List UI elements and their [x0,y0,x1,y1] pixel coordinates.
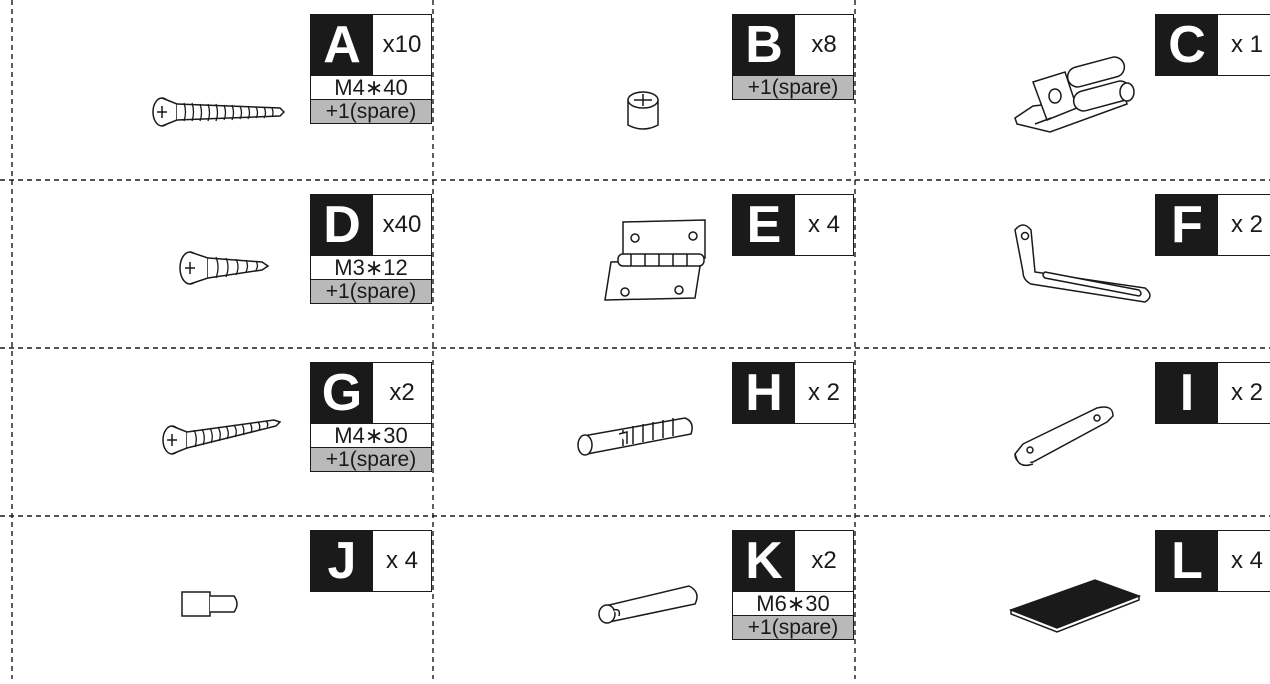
part-quantity: x 2 [1218,363,1270,423]
part-label-k: K x2 M6∗30 +1(spare) [732,530,854,640]
part-letter: G [311,363,373,423]
part-size: M4∗30 [310,424,432,448]
part-quantity: x2 [795,531,853,591]
part-size: M4∗40 [310,76,432,100]
part-label-i: I x 2 [1155,362,1270,424]
part-quantity: x 4 [373,531,431,591]
part-label-e: E x 4 [732,194,854,256]
part-label-b: B x8 +1(spare) [732,14,854,100]
part-label-l: L x 4 [1155,530,1270,592]
part-label-d: D x40 M3∗12 +1(spare) [310,194,432,304]
part-quantity: x2 [373,363,431,423]
part-quantity: x10 [373,15,431,75]
part-cell-l: L x 4 [855,516,1270,684]
part-quantity: x 4 [1218,531,1270,591]
part-label-a: A x10 M4∗40 +1(spare) [310,14,432,124]
part-label-h: H x 2 [732,362,854,424]
part-quantity: x 2 [1218,195,1270,255]
spare-note: +1(spare) [310,448,432,472]
part-letter: L [1156,531,1218,591]
part-label-j: J x 4 [310,530,432,592]
part-quantity: x8 [795,15,853,75]
part-letter: A [311,15,373,75]
spare-note: +1(spare) [732,76,854,100]
spare-note: +1(spare) [732,616,854,640]
part-cell-c: C x 1 [855,0,1270,168]
part-cell-f: F x 2 [855,180,1270,348]
part-letter: B [733,15,795,75]
part-size: M6∗30 [732,592,854,616]
spare-note: +1(spare) [310,280,432,304]
part-letter: F [1156,195,1218,255]
part-letter: J [311,531,373,591]
part-cell-e: E x 4 [433,180,855,348]
part-letter: D [311,195,373,255]
part-cell-j: J x 4 [12,516,434,684]
part-cell-a: A x10 M4∗40 +1(spare) [12,0,434,168]
spare-note: +1(spare) [310,100,432,124]
part-label-f: F x 2 [1155,194,1270,256]
part-letter: H [733,363,795,423]
part-letter: K [733,531,795,591]
part-label-c: C x 1 [1155,14,1270,76]
part-letter: E [733,195,795,255]
part-cell-h: H x 2 [433,348,855,516]
part-quantity: x 4 [795,195,853,255]
part-cell-b: B x8 +1(spare) [433,0,855,168]
part-size: M3∗12 [310,256,432,280]
part-quantity: x40 [373,195,431,255]
part-quantity: x 2 [795,363,853,423]
part-cell-i: I x 2 [855,348,1270,516]
part-letter: C [1156,15,1218,75]
part-cell-g: G x2 M4∗30 +1(spare) [12,348,434,516]
part-label-g: G x2 M4∗30 +1(spare) [310,362,432,472]
part-cell-k: K x2 M6∗30 +1(spare) [433,516,855,684]
part-cell-d: D x40 M3∗12 +1(spare) [12,180,434,348]
part-letter: I [1156,363,1218,423]
part-quantity: x 1 [1218,15,1270,75]
